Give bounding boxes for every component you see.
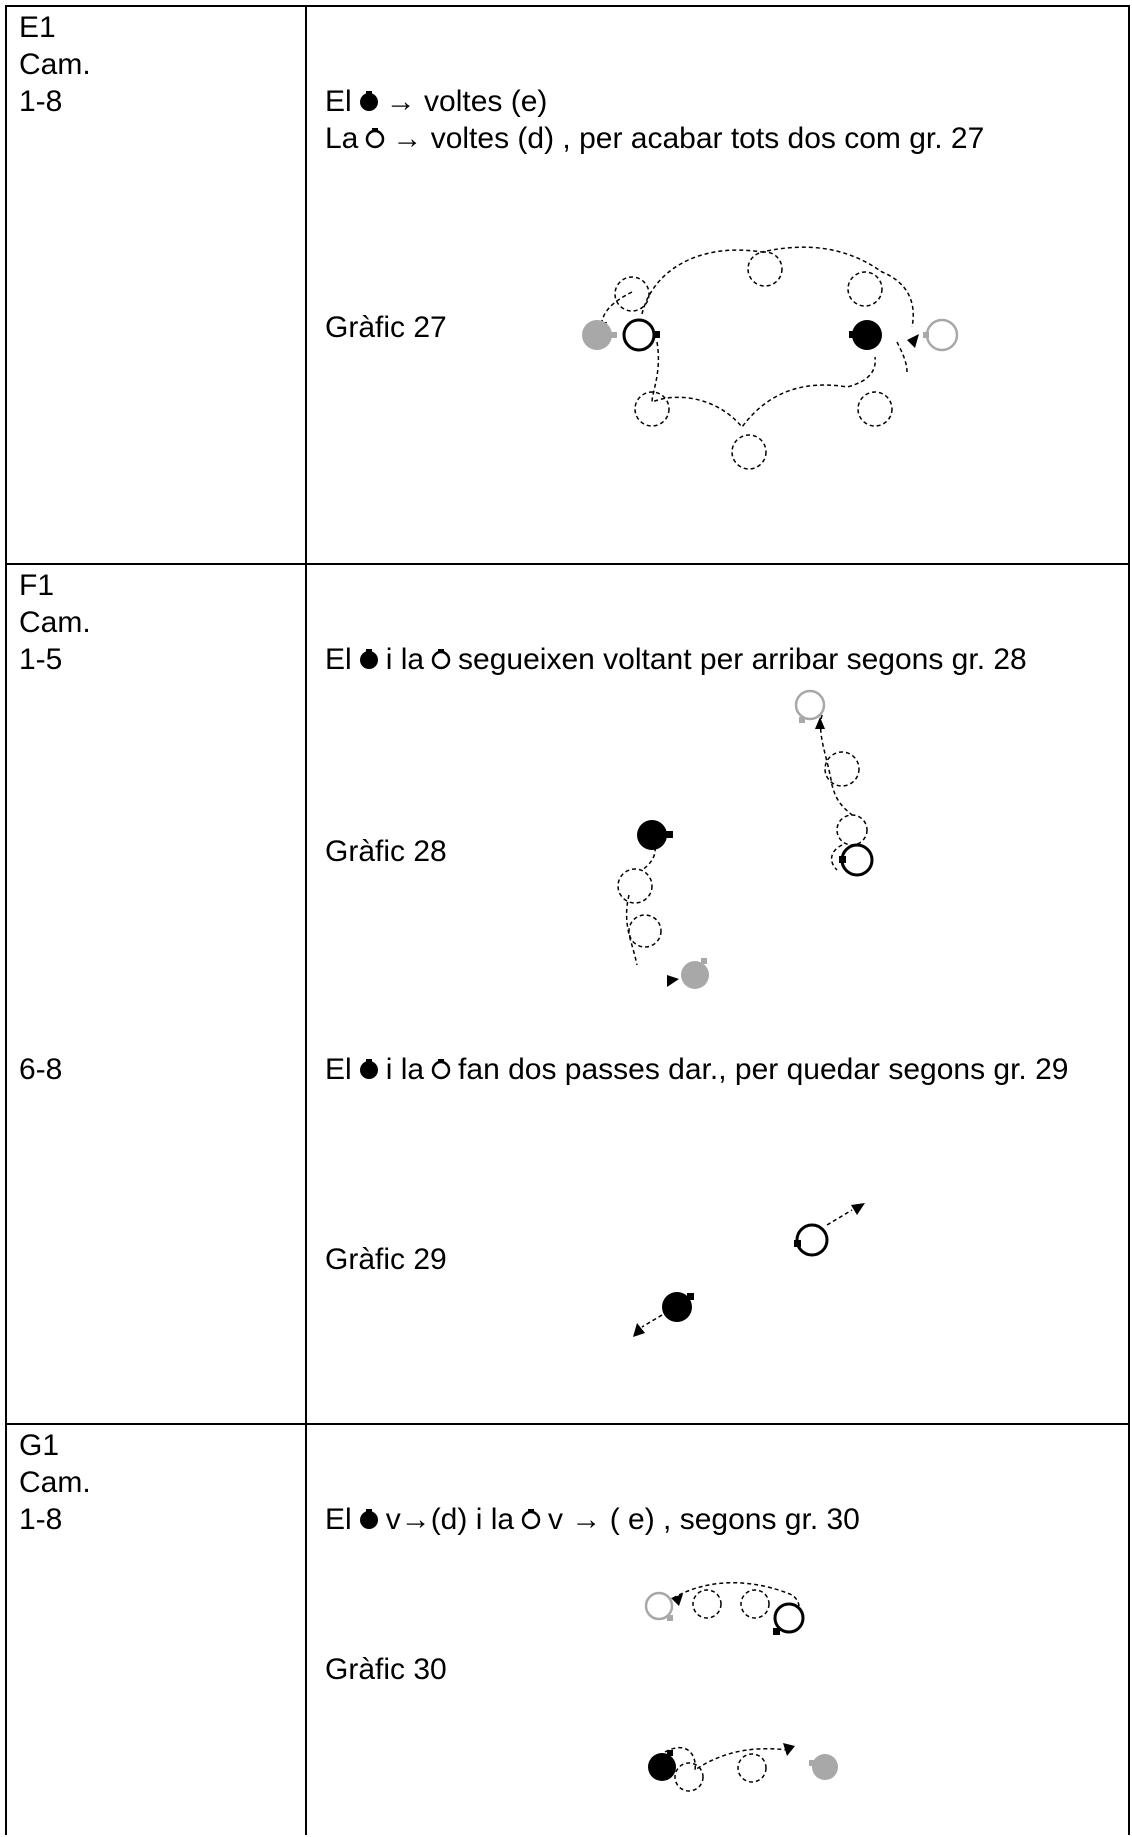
- figure-caption: Gràfic 28: [325, 835, 447, 868]
- outline-dancer-icon: [366, 128, 385, 149]
- instruction-prefix: El: [325, 1053, 352, 1086]
- count-label: Cam.: [19, 606, 91, 639]
- figure-caption: Gràfic 30: [325, 1653, 447, 1686]
- beats-label: 1-8: [19, 85, 63, 118]
- table-row-e1: E1 Cam. 1-8 El → voltes (e) La → voltes (d…: [5, 5, 1130, 565]
- instruction-text: v → ( e) , segons gr. 30: [548, 1503, 860, 1536]
- instruction-text: → voltes (e): [385, 85, 548, 118]
- figure-29-diagram: [633, 1203, 865, 1337]
- instruction-line: El → voltes (e): [325, 83, 547, 120]
- filled-dancer-icon: [359, 91, 378, 111]
- instruction-line: La → voltes (d) , per acabar tots dos com…: [325, 120, 984, 157]
- instruction-text: fan dos passes dar., per quedar segons g…: [458, 1053, 1069, 1086]
- section-label: E1: [19, 11, 56, 44]
- section-label: G1: [19, 1429, 60, 1462]
- instruction-prefix: El: [325, 643, 352, 676]
- choreography-table: E1 Cam. 1-8 El → voltes (e) La → voltes (d…: [5, 5, 1130, 1835]
- instruction-line: El i la fan dos passes dar., per quedar se…: [325, 1051, 1115, 1088]
- figure-30-diagram: [644, 1582, 838, 1792]
- instruction-text: segueixen voltant per arribar segons gr.…: [458, 643, 1027, 676]
- outline-dancer-icon: [431, 1059, 451, 1080]
- filled-dancer-icon: [359, 1059, 378, 1079]
- beats-label: 6-8: [19, 1053, 63, 1086]
- table-row-f1: F1 Cam. 1-5 6-8 El i la segueixen voltant …: [5, 563, 1130, 1425]
- outline-dancer-icon: [431, 649, 451, 670]
- table-column-divider: [305, 5, 307, 1835]
- instruction-middle: i la: [385, 643, 425, 676]
- table-row-g1: G1 Cam. 1-8 El v→(d) i la v → ( e) , segon…: [5, 1423, 1130, 1837]
- instruction-prefix: La: [325, 122, 359, 155]
- table-left-border: [5, 5, 7, 1835]
- figure-28-diagram: [617, 689, 874, 989]
- figure-caption: Gràfic 27: [325, 311, 447, 344]
- instruction-line: El i la segueixen voltant per arribar sego…: [325, 641, 1027, 678]
- beats-label: 1-5: [19, 643, 63, 676]
- beats-label: 1-8: [19, 1503, 63, 1536]
- count-label: Cam.: [19, 1466, 91, 1499]
- table-right-border: [1128, 5, 1130, 1835]
- instruction-middle: v→(d) i la: [385, 1503, 515, 1536]
- instruction-text: → voltes (d) , per acabar tots dos com g…: [392, 122, 985, 155]
- figure-caption: Gràfic 29: [325, 1243, 447, 1276]
- section-label: F1: [19, 569, 55, 602]
- instruction-middle: i la: [385, 1053, 425, 1086]
- filled-dancer-icon: [359, 649, 378, 669]
- instruction-prefix: El: [325, 85, 352, 118]
- instruction-line: El v→(d) i la v → ( e) , segons gr. 30: [325, 1501, 860, 1538]
- outline-dancer-icon: [521, 1509, 541, 1530]
- count-label: Cam.: [19, 48, 91, 81]
- instruction-prefix: El: [325, 1503, 352, 1536]
- filled-dancer-icon: [359, 1509, 378, 1529]
- figure-27-diagram: [582, 246, 959, 470]
